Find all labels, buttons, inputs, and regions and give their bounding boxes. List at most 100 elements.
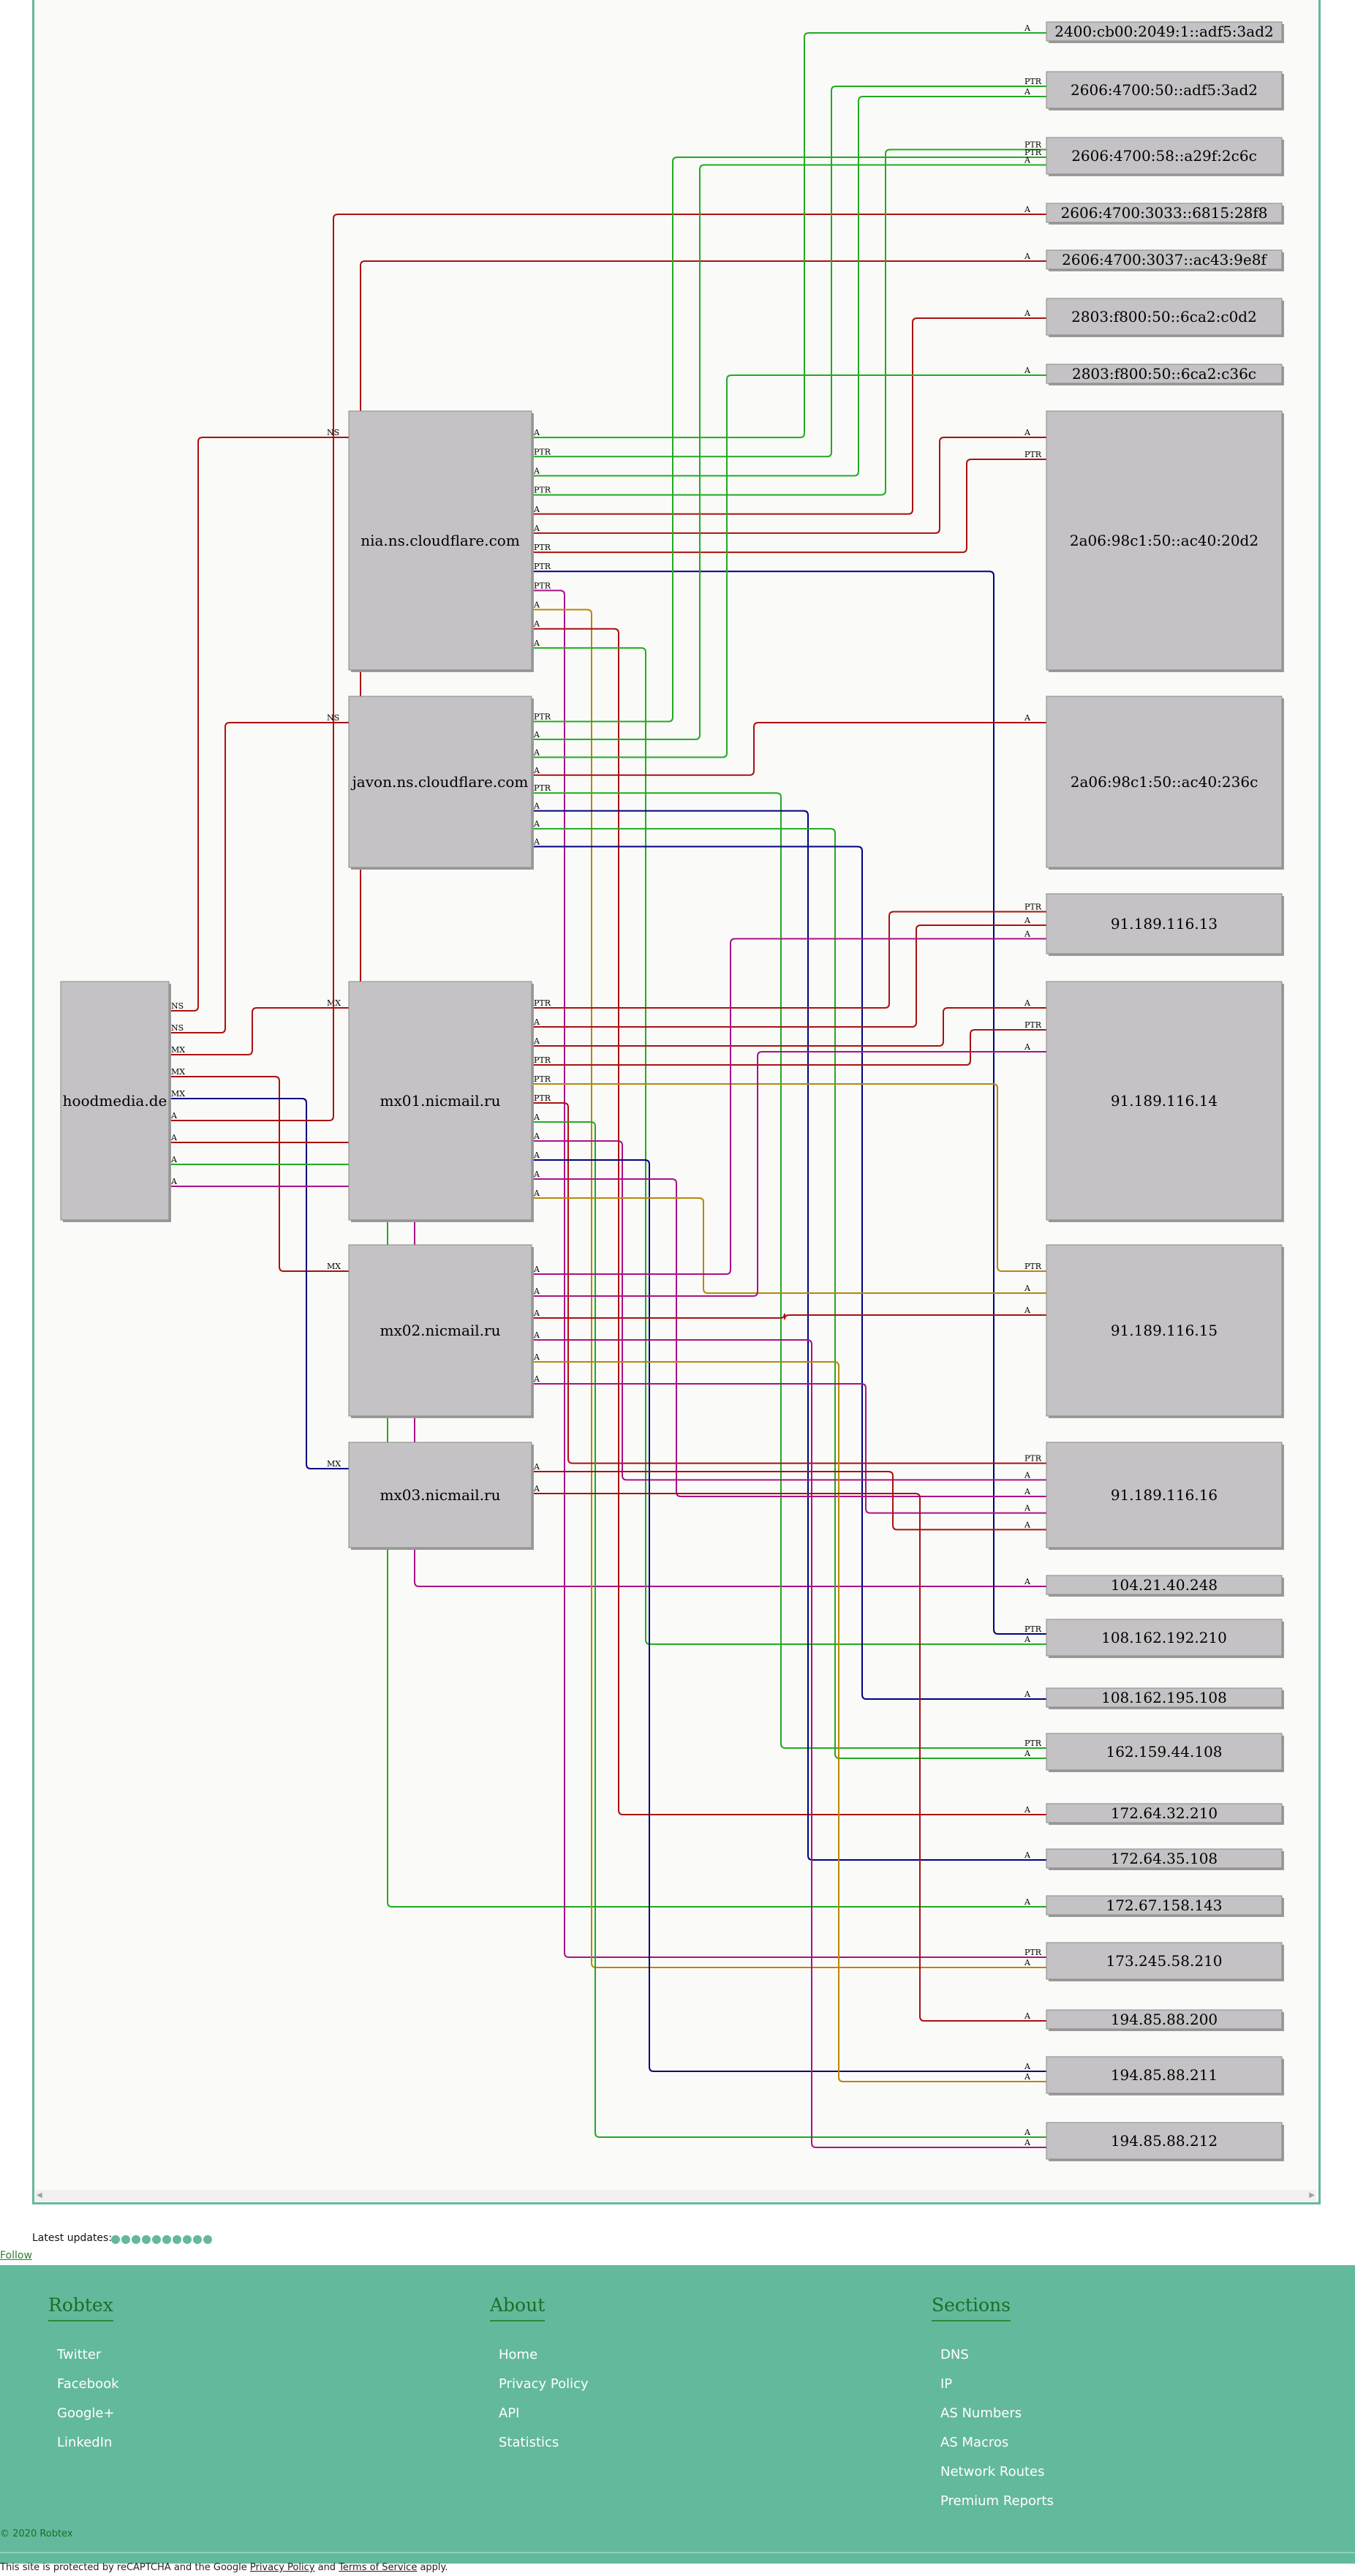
- edge-label: MX: [171, 1067, 185, 1077]
- footer-link-as-numbers[interactable]: AS Numbers: [940, 2406, 1022, 2421]
- node-label: 2a06:98c1:50::ac40:236c: [1071, 773, 1258, 791]
- edge-label: PTR: [534, 783, 551, 793]
- node-label: 104.21.40.248: [1111, 1576, 1218, 1594]
- node-ip_c0d2[interactable]: 2803:f800:50::6ca2:c0d2: [1046, 298, 1284, 337]
- node-ip_194c[interactable]: 194.85.88.212: [1046, 2122, 1284, 2161]
- edge-label: A: [533, 1308, 540, 1318]
- horizontal-scrollbar[interactable]: ◀ ▶: [35, 2190, 1316, 2202]
- node-label: 2803:f800:50::6ca2:c0d2: [1071, 308, 1257, 325]
- edge-label: A: [533, 1131, 540, 1141]
- edge-label: A: [533, 1036, 540, 1046]
- node-label: 108.162.192.210: [1101, 1629, 1227, 1646]
- edge-label: A: [1024, 1520, 1031, 1529]
- node-ns1[interactable]: nia.ns.cloudflare.com: [348, 410, 534, 672]
- node-ip_13[interactable]: 91.189.116.13: [1046, 893, 1284, 956]
- node-ns2[interactable]: javon.ns.cloudflare.com: [348, 696, 534, 870]
- node-mx2[interactable]: mx02.nicmail.ru: [348, 1244, 534, 1418]
- update-dot[interactable]: [193, 2235, 202, 2244]
- node-ip_3037[interactable]: 2606:4700:3037::ac43:9e8f: [1046, 249, 1284, 271]
- update-dot[interactable]: [173, 2235, 181, 2244]
- edge-mx1-ip_194b: [532, 1159, 1046, 2072]
- edge-label: PTR: [534, 543, 551, 552]
- footer-link-network-routes[interactable]: Network Routes: [940, 2464, 1045, 2479]
- node-ip_50ad[interactable]: 2606:4700:50::adf5:3ad2: [1046, 71, 1284, 110]
- edge-label: A: [533, 619, 540, 629]
- footer-column-title: Robtex: [48, 2294, 113, 2321]
- edge-label: A: [1024, 2072, 1031, 2082]
- update-dot[interactable]: [203, 2235, 212, 2244]
- node-ip_58[interactable]: 2606:4700:58::a29f:2c6c: [1046, 137, 1284, 176]
- footer-link-api[interactable]: API: [499, 2406, 520, 2421]
- node-ip_195[interactable]: 108.162.195.108: [1046, 1687, 1284, 1709]
- footer-link-linkedin[interactable]: LinkedIn: [57, 2435, 113, 2450]
- footer-link-dns[interactable]: DNS: [940, 2347, 969, 2362]
- dns-graph: NSNSNSNSMXMXMXMXMXMXAAAAAAAAAAPTRPTRAAPT…: [60, 21, 1284, 2161]
- footer-link-as-macros[interactable]: AS Macros: [940, 2435, 1009, 2450]
- edge-label: PTR: [1024, 903, 1042, 912]
- node-ip_192[interactable]: 108.162.192.210: [1046, 1619, 1284, 1658]
- update-dot[interactable]: [183, 2235, 192, 2244]
- node-ip_14[interactable]: 91.189.116.14: [1046, 981, 1284, 1222]
- edge-label: PTR: [534, 447, 551, 456]
- scroll-right-icon[interactable]: ▶: [1309, 2191, 1315, 2199]
- edge-root-ip_3033: [169, 214, 1046, 1121]
- update-dot[interactable]: [132, 2235, 140, 2244]
- edge-label: A: [1024, 1470, 1031, 1480]
- edge-label: A: [533, 1330, 540, 1340]
- node-mx3[interactable]: mx03.nicmail.ru: [348, 1442, 534, 1550]
- footer-link-statistics[interactable]: Statistics: [499, 2435, 559, 2450]
- node-mx1[interactable]: mx01.nicmail.ru: [348, 981, 534, 1222]
- footer-link-premium-reports[interactable]: Premium Reports: [940, 2493, 1054, 2509]
- node-ip_172c[interactable]: 172.67.158.143: [1046, 1895, 1284, 1917]
- footer-column-title: Sections: [932, 2294, 1011, 2321]
- node-ip_104[interactable]: 104.21.40.248: [1046, 1575, 1284, 1597]
- footer-link-googleplus[interactable]: Google+: [57, 2406, 115, 2421]
- scroll-left-icon[interactable]: ◀: [37, 2191, 42, 2199]
- edge-ns2-ip_195: [532, 846, 1046, 1700]
- node-ip_172a[interactable]: 172.64.32.210: [1046, 1803, 1284, 1825]
- node-root[interactable]: hoodmedia.de: [60, 981, 171, 1222]
- edge-label: A: [1024, 998, 1031, 1008]
- edge-mx1-ip_13: [532, 924, 1046, 1028]
- edge-root-ip_3037: [169, 260, 1046, 1143]
- node-label: 91.189.116.13: [1111, 915, 1218, 933]
- edge-ns2-ip_162: [532, 792, 1046, 1749]
- footer-link-privacy-policy[interactable]: Privacy Policy: [499, 2376, 589, 2392]
- node-label: 2606:4700:50::adf5:3ad2: [1071, 81, 1258, 99]
- node-ip_194a[interactable]: 194.85.88.200: [1046, 2009, 1284, 2031]
- footer-link-twitter[interactable]: Twitter: [57, 2347, 102, 2362]
- terms-of-service-link[interactable]: Terms of Service: [339, 2562, 418, 2573]
- edge-label: PTR: [1024, 450, 1042, 459]
- edge-label: A: [533, 524, 540, 533]
- footer-link-facebook[interactable]: Facebook: [57, 2376, 119, 2392]
- node-ip_162[interactable]: 162.159.44.108: [1046, 1733, 1284, 1772]
- node-ip_20d2[interactable]: 2a06:98c1:50::ac40:20d2: [1046, 410, 1284, 672]
- edge-label: PTR: [1024, 1020, 1042, 1030]
- privacy-policy-link[interactable]: Privacy Policy: [249, 2562, 315, 2573]
- node-ip_3033[interactable]: 2606:4700:3033::6815:28f8: [1046, 203, 1284, 225]
- node-label: nia.ns.cloudflare.com: [361, 532, 520, 549]
- node-ip_c36c[interactable]: 2803:f800:50::6ca2:c36c: [1046, 364, 1284, 385]
- update-dot[interactable]: [142, 2235, 151, 2244]
- update-dot[interactable]: [162, 2235, 171, 2244]
- edge-ns2-ip_236c: [532, 722, 1046, 776]
- node-ip_15[interactable]: 91.189.116.15: [1046, 1244, 1284, 1418]
- node-ip_16[interactable]: 91.189.116.16: [1046, 1442, 1284, 1550]
- footer-column-robtex: Robtex Twitter Facebook Google+ LinkedIn: [48, 2294, 119, 2458]
- footer-link-home[interactable]: Home: [499, 2347, 538, 2362]
- update-dot[interactable]: [121, 2235, 130, 2244]
- footer: Robtex Twitter Facebook Google+ LinkedIn…: [0, 2265, 1355, 2564]
- latest-updates-label: Latest updates:: [32, 2232, 113, 2244]
- edge-label: A: [533, 819, 540, 829]
- node-ip_194b[interactable]: 194.85.88.211: [1046, 2056, 1284, 2095]
- node-ip_236c[interactable]: 2a06:98c1:50::ac40:236c: [1046, 696, 1284, 870]
- edge-root-ns2: [169, 722, 349, 1033]
- edge-mx1-ip_14: [532, 1029, 1046, 1066]
- node-ip_172b[interactable]: 172.64.35.108: [1046, 1848, 1284, 1870]
- update-dot[interactable]: [152, 2235, 161, 2244]
- footer-link-ip[interactable]: IP: [940, 2376, 953, 2392]
- update-dot[interactable]: [111, 2235, 120, 2244]
- node-ip_2400[interactable]: 2400:cb00:2049:1::adf5:3ad2: [1046, 21, 1284, 43]
- node-ip_173[interactable]: 173.245.58.210: [1046, 1942, 1284, 1981]
- follow-link[interactable]: Follow: [0, 2250, 32, 2261]
